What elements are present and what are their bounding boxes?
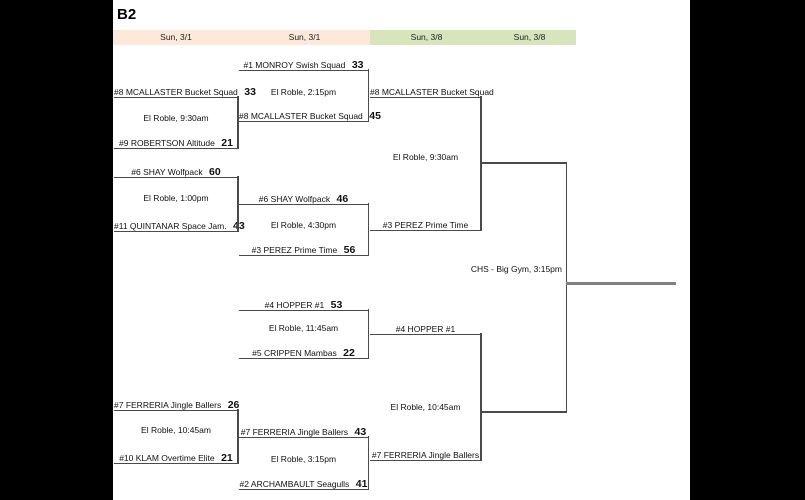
team-score: 21 [221,452,233,464]
team-score: 26 [227,399,240,411]
bracket-connector [237,409,239,464]
team-name: #3 PEREZ Prime Time [382,220,469,230]
team-slot: #1 MONROY Swish Squad 33 [239,57,368,71]
team-name: #11 QUINTANAR Space Jam. [114,221,227,231]
bracket-connector [367,309,369,359]
team-name: #7 FERRERIA Jingle Ballers [371,450,480,460]
final-game-info: CHS - Big Gym, 3:15pm [470,264,562,274]
bracket-connector [237,176,239,232]
team-score: 53 [330,299,343,311]
bracket-sheet [113,0,690,500]
team-slot: #4 HOPPER #1 [370,321,481,335]
column-header-round2a: Sun, 3/8 [370,30,483,45]
bracket-connector [367,69,369,122]
bracket-connector [367,436,369,490]
game-info: El Roble, 9:30am [143,113,209,123]
team-name: #3 PEREZ Prime Time [251,245,338,255]
team-name: #2 ARCHAMBAULT Seagulls [239,479,350,489]
team-score: 33 [244,86,256,98]
bracket-connector [237,96,239,149]
game-info: El Roble, 3:15pm [270,454,337,464]
team-name: #8 MCALLASTER Bucket Squad [370,87,494,97]
team-slot: #7 FERRERIA Jingle Ballers 43 [239,424,368,438]
team-slot: #4 HOPPER #1 53 [239,297,368,311]
bracket-connector [480,333,482,461]
page-title: B2 [117,6,137,23]
bracket-connector [565,162,567,413]
team-score: 21 [221,137,233,149]
team-score: 43 [233,220,245,232]
team-slot: #11 QUINTANAR Space Jam. 43 [114,218,245,232]
team-name: #5 CRIPPEN Mambas [252,348,337,358]
team-name: #7 FERRERIA Jingle Ballers [240,427,349,437]
game-info: El Roble, 2:15pm [270,87,337,97]
team-score: 60 [209,166,221,178]
team-slot: #6 SHAY Wolfpack 60 [114,164,238,178]
team-score: 22 [343,347,355,359]
team-slot: #3 PEREZ Prime Time 56 [239,242,368,256]
game-info: El Roble, 10:45am [390,402,461,412]
team-slot: #3 PEREZ Prime Time [370,217,481,231]
team-slot: #2 ARCHAMBAULT Seagulls 41 [239,476,368,490]
team-score: 43 [354,426,367,438]
team-name: #10 KLAM Overtime Elite [119,453,215,463]
champion-line [566,282,676,285]
team-name: #8 MCALLASTER Bucket Squad [114,87,238,97]
team-score: 56 [343,244,356,256]
team-name: #4 HOPPER #1 [264,300,325,310]
team-score: 41 [355,478,368,490]
game-info: El Roble, 10:45am [141,425,211,435]
team-name: #1 MONROY Swish Squad [243,60,346,70]
team-name: #9 ROBERTSON Altitude [119,138,215,148]
team-slot: #5 CRIPPEN Mambas 22 [239,345,368,359]
team-slot: #10 KLAM Overtime Elite 21 [114,450,238,464]
team-slot: #7 FERRERIA Jingle Ballers [370,447,481,461]
winner-line [481,411,567,413]
team-name: #4 HOPPER #1 [395,324,456,334]
bracket-connector [480,96,482,231]
team-score: 45 [369,110,381,122]
game-info: El Roble, 11:45am [268,323,339,333]
game-info: El Roble, 4:30pm [270,220,337,230]
winner-line [481,162,567,164]
column-header-round2b: Sun, 3/8 [483,30,576,45]
team-name: #6 SHAY Wolfpack [258,194,331,204]
team-slot: #8 MCALLASTER Bucket Squad 33 [114,84,256,98]
team-slot: #8 MCALLASTER Bucket Squad [370,84,494,98]
team-score: 33 [351,59,364,71]
bracket-connector [367,203,369,256]
team-slot: #7 FERRERIA Jingle Ballers 26 [114,397,240,411]
team-slot: #8 MCALLASTER Bucket Squad 45 [239,108,381,122]
team-name: #8 MCALLASTER Bucket Squad [239,111,363,121]
game-info: El Roble, 1:00pm [143,193,209,203]
team-name: #6 SHAY Wolfpack [131,167,203,177]
team-score: 46 [336,193,349,205]
team-slot: #9 ROBERTSON Altitude 21 [114,135,238,149]
team-name: #7 FERRERIA Jingle Ballers [114,400,222,410]
column-header-round1b: Sun, 3/1 [239,30,370,45]
column-header-round1a: Sun, 3/1 [113,30,239,45]
team-slot: #6 SHAY Wolfpack 46 [239,191,368,205]
game-info: El Roble, 9:30am [392,152,459,162]
